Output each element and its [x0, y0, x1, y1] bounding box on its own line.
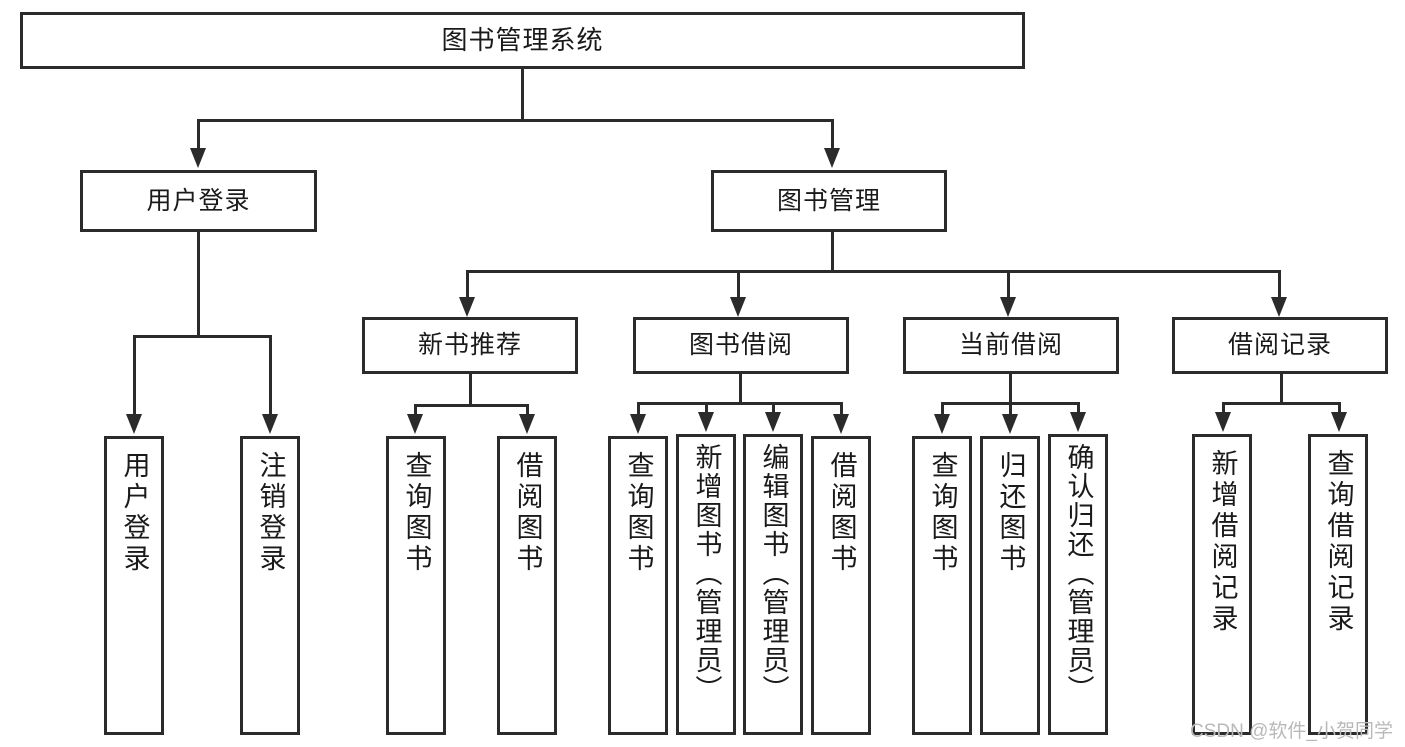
edge-book-borrow-leaf1 [637, 402, 640, 416]
arrow-to-current-borrow [1000, 297, 1016, 317]
leaf-current-borrow-query[interactable]: 查询图书 [912, 436, 972, 735]
edge-user-login-leaf2 [269, 335, 272, 416]
edge-new-book-stem [469, 374, 472, 404]
arrow-to-user-login [190, 148, 206, 168]
edge-to-user-login [197, 119, 200, 150]
arrow-book-borrow-leaf4 [833, 414, 849, 434]
arrow-current-borrow-leaf1 [934, 414, 950, 434]
node-current-borrow[interactable]: 当前借阅 [903, 317, 1119, 374]
leaf-user-login-logout[interactable]: 注销登录 [240, 436, 300, 735]
node-borrow-record[interactable]: 借阅记录 [1172, 317, 1388, 374]
arrow-borrow-record-leaf2 [1331, 412, 1347, 432]
arrow-new-book-leaf1 [407, 414, 423, 434]
leaf-borrow-record-add[interactable]: 新增借阅记录 [1192, 434, 1252, 735]
leaf-book-borrow-borrow[interactable]: 借阅图书 [811, 436, 871, 735]
arrow-new-book-leaf2 [519, 414, 535, 434]
node-label: 图书管理系统 [441, 24, 604, 55]
edge-new-book-bus [414, 404, 529, 407]
leaf-book-borrow-add[interactable]: 新增图书（管理员） [676, 434, 736, 735]
edge-borrow-record-bus [1222, 402, 1341, 405]
node-root-system[interactable]: 图书管理系统 [20, 12, 1025, 69]
leaf-new-book-query[interactable]: 查询图书 [386, 436, 446, 735]
arrow-current-borrow-leaf3 [1070, 412, 1086, 432]
leaf-book-borrow-edit[interactable]: 编辑图书（管理员） [743, 434, 803, 735]
edge-book-manage-stem [831, 232, 834, 270]
edge-tier2-bus [197, 119, 834, 122]
edge-to-borrow-record [1278, 270, 1281, 299]
arrow-to-book-manage [824, 148, 840, 168]
node-label: 查询图书 [623, 451, 654, 575]
edge-to-book-borrow [737, 270, 740, 299]
node-label: 新增图书（管理员） [691, 443, 722, 704]
arrow-to-book-borrow [730, 297, 746, 317]
leaf-current-borrow-confirm[interactable]: 确认归还（管理员） [1048, 434, 1108, 735]
arrow-user-login-leaf2 [262, 414, 278, 434]
arrow-to-borrow-record [1271, 297, 1287, 317]
node-label: 查询借阅记录 [1323, 449, 1354, 635]
node-label: 借阅图书 [826, 451, 857, 575]
node-user-login[interactable]: 用户登录 [80, 170, 317, 232]
node-book-management[interactable]: 图书管理 [711, 170, 947, 232]
arrow-borrow-record-leaf1 [1215, 412, 1231, 432]
leaf-new-book-borrow[interactable]: 借阅图书 [497, 436, 557, 735]
edge-current-borrow-stem [1009, 374, 1012, 402]
node-label: 注销登录 [255, 451, 286, 575]
node-label: 归还图书 [995, 451, 1026, 575]
leaf-current-borrow-return[interactable]: 归还图书 [980, 436, 1040, 735]
arrow-user-login-leaf1 [126, 414, 142, 434]
node-label: 新增借阅记录 [1207, 449, 1238, 635]
edge-user-login-bus [133, 335, 272, 338]
edge-current-borrow-leaf3 [1077, 402, 1080, 416]
leaf-user-login-login[interactable]: 用户登录 [104, 436, 164, 735]
edge-tier3-bus [466, 270, 1278, 273]
node-label: 当前借阅 [958, 331, 1063, 360]
node-label: 查询图书 [927, 451, 958, 575]
edge-book-borrow-leaf4 [840, 402, 843, 416]
csdn-watermark: CSDN @软件_小贺同学 [1190, 721, 1393, 742]
edge-borrow-record-leaf1 [1222, 402, 1225, 416]
edge-to-new-book [466, 270, 469, 299]
edge-user-login-leaf1 [133, 335, 136, 416]
edge-to-current-borrow [1007, 270, 1010, 299]
edge-borrow-record-leaf2 [1338, 402, 1341, 416]
node-label: 编辑图书（管理员） [758, 443, 789, 704]
node-book-borrow[interactable]: 图书借阅 [633, 317, 849, 374]
node-label: 新书推荐 [417, 331, 522, 360]
arrow-book-borrow-leaf1 [630, 414, 646, 434]
edge-to-book-manage [831, 119, 834, 150]
edge-book-borrow-stem [739, 374, 742, 402]
node-label: 图书借阅 [688, 331, 793, 360]
node-label: 用户登录 [119, 451, 150, 575]
edge-current-borrow-leaf1 [941, 402, 944, 416]
edge-new-book-leaf2 [526, 404, 529, 416]
edge-new-book-leaf1 [414, 404, 417, 416]
node-label: 借阅图书 [512, 451, 543, 575]
node-label: 查询图书 [401, 451, 432, 575]
edge-root-stem [521, 69, 524, 119]
leaf-borrow-record-query[interactable]: 查询借阅记录 [1308, 434, 1368, 735]
node-label: 图书管理 [776, 186, 881, 215]
edge-user-login-stem [197, 232, 200, 335]
edge-current-borrow-leaf2 [1009, 402, 1012, 416]
arrow-current-borrow-leaf2 [1002, 414, 1018, 434]
node-label: 借阅记录 [1227, 331, 1332, 360]
arrow-book-borrow-leaf2 [698, 412, 714, 432]
edge-borrow-record-stem [1280, 374, 1283, 402]
node-label: 确认归还（管理员） [1063, 443, 1094, 704]
arrow-book-borrow-leaf3 [765, 412, 781, 432]
edge-book-borrow-bus [637, 402, 842, 405]
arrow-to-new-book [459, 297, 475, 317]
edge-book-borrow-leaf3 [772, 402, 775, 416]
leaf-book-borrow-query[interactable]: 查询图书 [608, 436, 668, 735]
node-label: 用户登录 [146, 186, 251, 215]
edge-book-borrow-leaf2 [705, 402, 708, 416]
node-new-book-recommend[interactable]: 新书推荐 [362, 317, 578, 374]
